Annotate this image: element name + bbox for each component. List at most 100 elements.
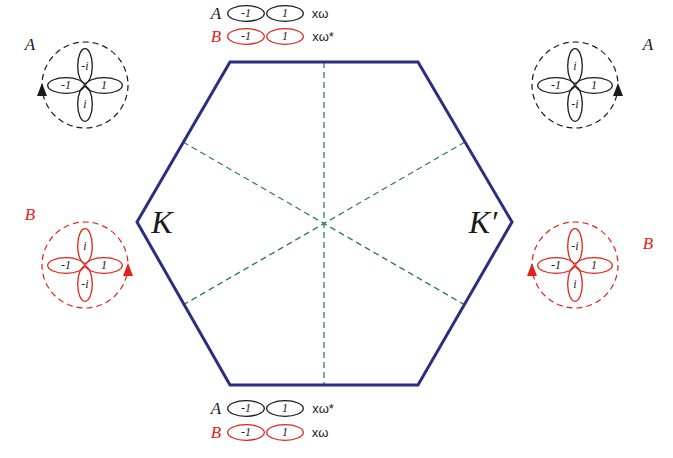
orbital-lobe: -1: [537, 77, 575, 94]
phase-value: -1: [61, 259, 71, 271]
lobe-ellipse: [86, 257, 123, 273]
orbital-lobe: i: [567, 48, 583, 84]
phase-value: 1: [282, 30, 288, 42]
orbital-lobe: 1: [85, 257, 123, 274]
orbital-lobe: -1: [227, 424, 265, 441]
phase-value: i: [83, 98, 86, 110]
phase-value: i: [83, 240, 86, 252]
phase-value: 1: [591, 259, 597, 271]
lobe-ellipse: [228, 424, 265, 440]
orbital-lobe: 1: [85, 77, 123, 94]
lobe-ellipse: [576, 77, 613, 93]
orbital-lobe: -1: [227, 28, 265, 45]
phase-value: i: [573, 278, 576, 290]
sublattice-label: B: [25, 206, 35, 223]
orbital-lobe: -i: [77, 48, 93, 84]
lobe-ellipse: [267, 400, 304, 416]
orbital-lobe: 1: [266, 5, 304, 22]
phase-value: -1: [241, 30, 251, 42]
orbital-lobe: 1: [575, 77, 613, 94]
rotation-circle: [532, 42, 618, 128]
phase-factor: xω: [312, 7, 329, 20]
sublattice-label: A: [25, 36, 35, 53]
phase-value: -i: [571, 240, 578, 252]
lobe-ellipse: [78, 229, 93, 264]
lobe-ellipse: [228, 5, 265, 21]
rotation-circle: [42, 222, 128, 308]
orbital-lobe: -i: [567, 86, 583, 122]
phase-value: -1: [241, 426, 251, 438]
orbital-lobe: 1: [266, 400, 304, 417]
lobe-ellipse: [576, 257, 613, 273]
lobe-ellipse: [538, 257, 575, 273]
sublattice-label: A: [211, 400, 221, 417]
phase-factor: xω*: [312, 30, 334, 43]
rotation-circle: [532, 222, 618, 308]
phase-value: -1: [551, 79, 561, 91]
orbital-lobe: -1: [227, 400, 265, 417]
phase-factor: xω: [312, 426, 329, 439]
lobe-ellipse: [568, 49, 583, 84]
phase-value: -1: [551, 259, 561, 271]
rotation-arrow: [527, 263, 537, 276]
orbital-lobe: 1: [575, 257, 613, 274]
lobe-ellipse: [48, 77, 85, 93]
rotation-circle: [42, 42, 128, 128]
lobe-ellipse: [78, 87, 93, 122]
lobe-ellipse: [78, 49, 93, 84]
phase-factor: xω*: [312, 402, 334, 415]
lobe-ellipse: [267, 424, 304, 440]
phase-value: -i: [571, 98, 578, 110]
orbital-lobe: i: [567, 266, 583, 302]
phase-value: i: [573, 60, 576, 72]
lobe-ellipse: [78, 267, 93, 302]
orbital-lobe: -1: [227, 5, 265, 22]
valley-label: K: [151, 206, 172, 238]
phase-value: -i: [81, 278, 88, 290]
lobe-ellipse: [228, 28, 265, 44]
orbital-lobe: -1: [47, 257, 85, 274]
phase-value: 1: [282, 426, 288, 438]
orbital-lobe: i: [77, 86, 93, 122]
orbital-lobe: -i: [567, 228, 583, 264]
orbital-lobe: i: [77, 228, 93, 264]
sublattice-label: A: [211, 5, 221, 22]
orbital-lobe: 1: [266, 28, 304, 45]
orbital-lobe: -1: [537, 257, 575, 274]
sublattice-label: B: [211, 424, 221, 441]
valley-label: K′: [469, 206, 497, 238]
phase-value: 1: [101, 259, 107, 271]
orbital-lobe: -1: [47, 77, 85, 94]
lobe-ellipse: [568, 87, 583, 122]
rotation-arrow: [37, 83, 47, 96]
phase-value: -i: [81, 60, 88, 72]
lobe-ellipse: [48, 257, 85, 273]
phase-value: 1: [101, 79, 107, 91]
zone-boundary: [137, 62, 512, 385]
phase-value: 1: [591, 79, 597, 91]
phase-value: -1: [241, 402, 251, 414]
sublattice-label: B: [211, 28, 221, 45]
phase-value: 1: [282, 7, 288, 19]
lobe-ellipse: [538, 77, 575, 93]
lobe-ellipse: [568, 229, 583, 264]
rotation-arrow: [613, 83, 623, 96]
lobe-ellipse: [568, 267, 583, 302]
rotation-arrow: [123, 263, 133, 276]
brillouin-zone: K K′: [137, 62, 512, 385]
symmetry-line: [183, 142, 465, 305]
phase-value: 1: [282, 402, 288, 414]
lobe-ellipse: [267, 5, 304, 21]
lobe-ellipse: [267, 28, 304, 44]
phase-value: -1: [61, 79, 71, 91]
sublattice-label: A: [643, 36, 653, 53]
symmetry-line: [183, 142, 465, 305]
hexagon-outline: [137, 62, 512, 385]
orbital-lobe: 1: [266, 424, 304, 441]
lobe-ellipse: [86, 77, 123, 93]
phase-value: -1: [241, 7, 251, 19]
sublattice-label: B: [643, 235, 653, 252]
orbital-lobe: -i: [77, 266, 93, 302]
